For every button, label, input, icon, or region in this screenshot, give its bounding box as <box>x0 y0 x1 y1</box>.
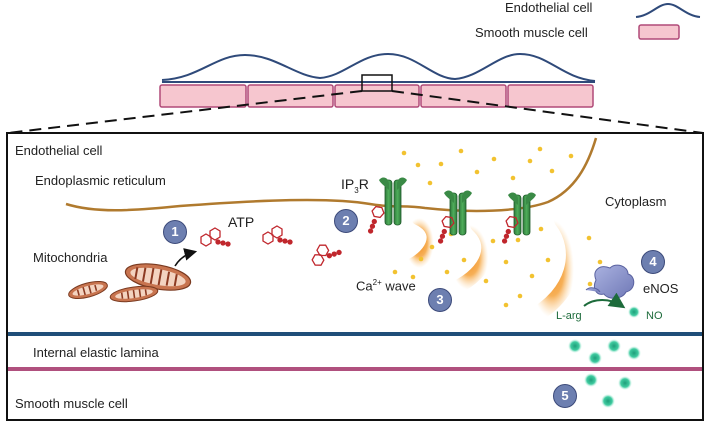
ca-dot <box>483 278 489 284</box>
atp-molecule <box>311 244 342 266</box>
smooth-muscle-cell-3 <box>334 84 420 108</box>
step-4-marker: 4 <box>641 250 665 274</box>
ca-dot <box>537 146 543 152</box>
ca-dot <box>490 238 496 244</box>
legend <box>635 2 701 40</box>
no-diffusion <box>568 339 641 408</box>
enos-shape <box>593 264 635 299</box>
legend-smooth-muscle-label: Smooth muscle cell <box>475 25 588 40</box>
atp-molecule <box>437 215 455 244</box>
no-dot <box>627 346 641 360</box>
ca-dot <box>410 274 416 280</box>
l-arg-to-no-arrow <box>583 292 626 309</box>
ca-dot <box>529 273 535 279</box>
no-dot <box>588 351 602 365</box>
no-dot <box>607 339 621 353</box>
atp-molecule <box>501 215 519 244</box>
ip3-receptor-1 <box>379 177 407 226</box>
ca-dot <box>444 269 450 275</box>
mitochondria <box>68 248 198 303</box>
cytoplasm-label: Cytoplasm <box>605 194 667 209</box>
atp-molecule <box>367 205 385 234</box>
smooth-muscle-cell-4 <box>420 84 507 108</box>
legend-smooth-muscle-swatch <box>638 24 680 40</box>
enos-label: eNOS <box>643 281 679 296</box>
ca-wave-3 <box>522 212 582 326</box>
atp-molecule <box>262 225 293 245</box>
ca-dot <box>515 237 521 243</box>
ca-dot <box>527 158 533 164</box>
enos-enzyme <box>583 264 640 318</box>
ca-dot <box>568 153 574 159</box>
l-arg-label: L-arg <box>556 310 582 322</box>
ca-dot <box>458 148 464 154</box>
ca-dot <box>418 256 424 262</box>
atp-molecules <box>200 205 519 266</box>
no-molecule <box>628 306 640 318</box>
endoplasmic-reticulum-label: Endoplasmic reticulum <box>35 173 166 188</box>
smooth-muscle-cell-1 <box>159 84 247 108</box>
legend-endothelial-swatch <box>635 2 701 18</box>
atp-release-arrow <box>174 248 198 267</box>
atp-label: ATP <box>228 214 255 230</box>
zoomed-frame <box>6 132 704 421</box>
ca-dot <box>427 180 433 186</box>
step-2-marker: 2 <box>334 209 358 233</box>
mitochondrion-small-2 <box>109 285 159 303</box>
mitochondrion-small-1 <box>68 280 108 300</box>
smooth-muscle-cell-2 <box>247 84 334 108</box>
smooth-muscle-cell-label: Smooth muscle cell <box>15 396 128 411</box>
ca-wave-label: Ca2+ wave <box>356 278 416 294</box>
ip3-receptor-3 <box>508 192 536 236</box>
step-5-marker: 5 <box>553 384 577 408</box>
zoom-box <box>361 74 393 92</box>
ca-dot <box>438 161 444 167</box>
ca-dot <box>503 259 509 265</box>
ca-dot <box>517 293 523 299</box>
ca-dot <box>474 169 480 175</box>
atp-molecule <box>200 227 231 247</box>
no-dot <box>584 373 598 387</box>
step-3-marker: 3 <box>428 288 452 312</box>
ca-dot <box>461 257 467 263</box>
ca-dot <box>503 302 509 308</box>
calcium-dots <box>392 146 603 308</box>
mitochondrion-large <box>124 263 192 291</box>
no-dot <box>568 339 582 353</box>
ca-dot <box>586 235 592 241</box>
legend-endothelial-label: Endothelial cell <box>505 0 593 15</box>
smooth-muscle-cell-5 <box>507 84 594 108</box>
ip3-receptors <box>379 177 536 236</box>
vessel-overview <box>7 52 704 134</box>
ca-dot <box>415 162 421 168</box>
no-dot <box>601 394 615 408</box>
endothelial-cell-label: Endothelial cell <box>15 143 103 158</box>
endothelial-cell-outline <box>161 52 596 82</box>
no-dot <box>618 376 632 390</box>
ca-dot <box>545 257 551 263</box>
no-label: NO <box>646 310 663 322</box>
ca-dot <box>491 156 497 162</box>
ca-dot <box>510 175 516 181</box>
internal-elastic-lamina-label: Internal elastic lamina <box>33 345 159 360</box>
ca-dot <box>392 269 398 275</box>
mitochondria-label: Mitochondria <box>33 250 108 265</box>
ip3r-label: IP3R <box>341 176 369 195</box>
zoom-line-left <box>7 90 363 134</box>
ca-dot <box>549 168 555 174</box>
ca-dot <box>401 150 407 156</box>
ca-dot <box>587 281 593 287</box>
step-1-marker: 1 <box>163 220 187 244</box>
ca-dot <box>597 259 603 265</box>
ca-wave-2 <box>443 218 496 297</box>
ip3-receptor-2 <box>444 190 472 236</box>
ca-dot <box>538 226 544 232</box>
ca-dot <box>429 244 435 250</box>
zoom-line-right <box>391 90 704 134</box>
